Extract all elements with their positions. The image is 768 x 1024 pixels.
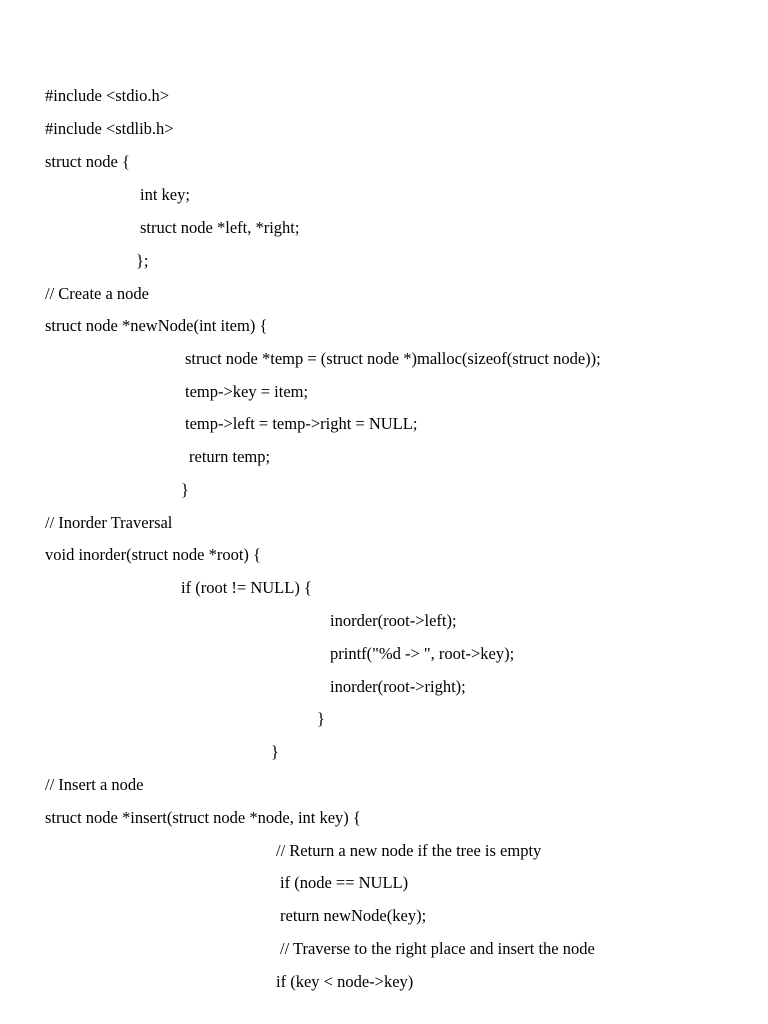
code-line: void inorder(struct node *root) { bbox=[45, 545, 261, 564]
code-line: temp->left = temp->right = NULL; bbox=[185, 414, 418, 433]
code-line: #include <stdio.h> bbox=[45, 86, 170, 105]
code-line: printf("%d -> ", root->key); bbox=[330, 644, 515, 663]
code-line: inorder(root->right); bbox=[330, 677, 466, 696]
code-line: if (key < node->key) bbox=[276, 972, 414, 991]
code-line: } bbox=[181, 480, 189, 499]
code-line: struct node *insert(struct node *node, i… bbox=[45, 808, 361, 827]
code-line: // Insert a node bbox=[45, 775, 144, 794]
code-line: }; bbox=[136, 251, 149, 270]
code-line: } bbox=[271, 742, 279, 761]
code-line: struct node { bbox=[45, 152, 130, 171]
code-line: // Create a node bbox=[45, 284, 149, 303]
code-line: // Inorder Traversal bbox=[45, 513, 173, 532]
code-line: if (root != NULL) { bbox=[181, 578, 312, 597]
code-line: #include <stdlib.h> bbox=[45, 119, 174, 138]
code-line: } bbox=[317, 709, 325, 728]
code-line: struct node *left, *right; bbox=[140, 218, 300, 237]
code-line: temp->key = item; bbox=[185, 382, 309, 401]
code-line: // Return a new node if the tree is empt… bbox=[276, 841, 542, 860]
code-line: inorder(root->left); bbox=[330, 611, 457, 630]
code-line: struct node *newNode(int item) { bbox=[45, 316, 268, 335]
code-line: int key; bbox=[140, 185, 190, 204]
code-line: // Traverse to the right place and inser… bbox=[280, 939, 595, 958]
code-line: struct node *temp = (struct node *)mallo… bbox=[185, 349, 601, 368]
code-line: return temp; bbox=[189, 447, 271, 466]
code-line: if (node == NULL) bbox=[280, 873, 409, 892]
code-line: return newNode(key); bbox=[280, 906, 427, 925]
